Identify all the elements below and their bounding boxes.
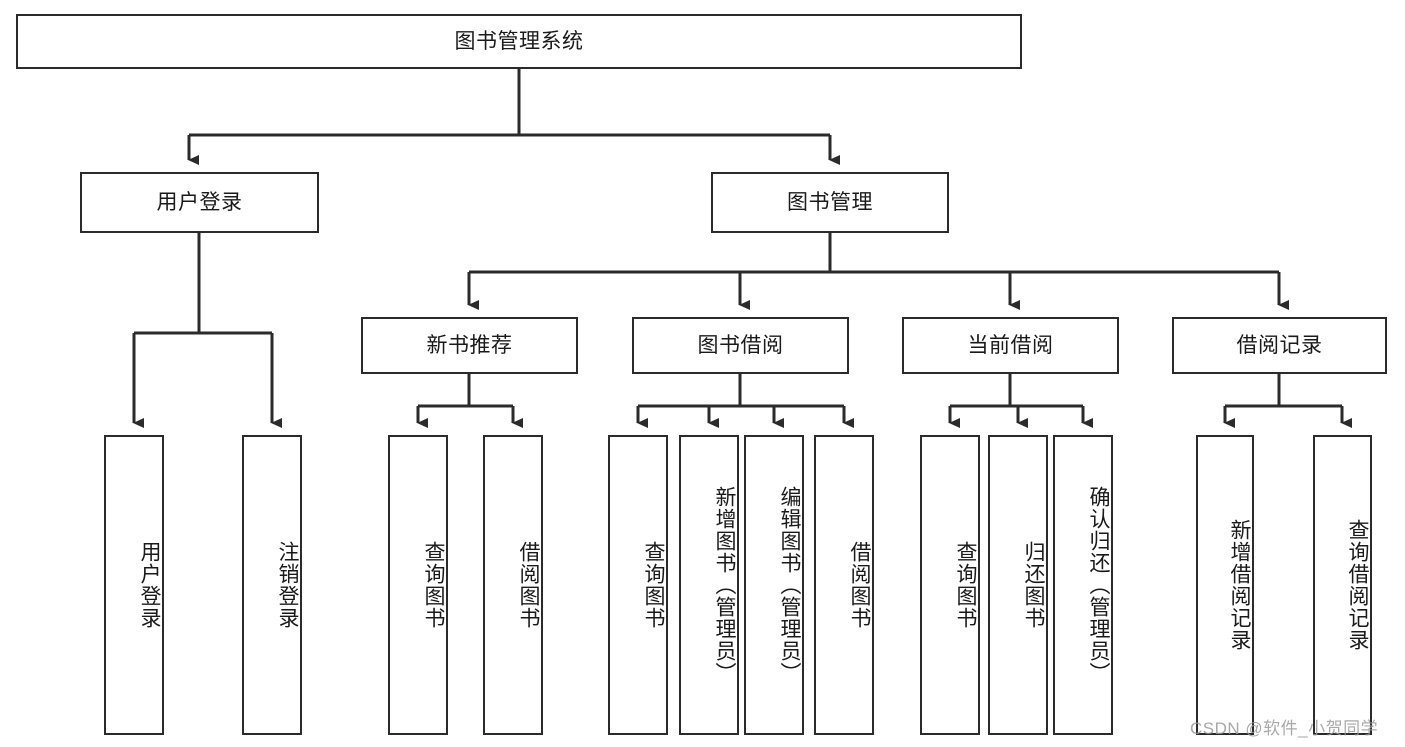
node-new-book-recommend[interactable]: 新书推荐 xyxy=(361,317,578,374)
node-leaf-return-book-label: 归还图书 xyxy=(1022,541,1045,629)
node-leaf-query-book-3[interactable]: 查询图书 xyxy=(920,435,980,735)
node-leaf-user-login-label: 用户登录 xyxy=(138,541,161,629)
node-leaf-borrow-book-1-label: 借阅图书 xyxy=(517,541,540,629)
node-borrow-record-label: 借阅记录 xyxy=(1236,333,1323,357)
node-leaf-add-book-label: 新增图书（管理员） xyxy=(713,486,736,684)
node-current-borrow-label: 当前借阅 xyxy=(967,333,1054,357)
node-leaf-query-book-2-label: 查询图书 xyxy=(642,541,665,629)
node-leaf-confirm-return-label: 确认归还（管理员） xyxy=(1087,486,1110,684)
node-leaf-edit-book-label: 编辑图书（管理员） xyxy=(778,486,801,684)
node-leaf-add-borrow-record-label: 新增借阅记录 xyxy=(1228,519,1251,651)
node-leaf-query-book-1-label: 查询图书 xyxy=(422,541,445,629)
node-book-borrow[interactable]: 图书借阅 xyxy=(632,317,849,374)
node-leaf-query-borrow-record[interactable]: 查询借阅记录 xyxy=(1313,435,1372,735)
node-borrow-record[interactable]: 借阅记录 xyxy=(1172,317,1387,374)
node-new-book-recommend-label: 新书推荐 xyxy=(426,333,513,357)
node-user-login[interactable]: 用户登录 xyxy=(80,172,319,233)
node-book-manage[interactable]: 图书管理 xyxy=(711,172,949,233)
node-user-login-label: 用户登录 xyxy=(156,190,243,214)
node-leaf-borrow-book-1[interactable]: 借阅图书 xyxy=(483,435,543,735)
node-leaf-confirm-return[interactable]: 确认归还（管理员） xyxy=(1053,435,1113,735)
node-leaf-add-borrow-record[interactable]: 新增借阅记录 xyxy=(1196,435,1254,735)
node-root-system[interactable]: 图书管理系统 xyxy=(16,14,1022,69)
node-leaf-query-borrow-record-label: 查询借阅记录 xyxy=(1346,519,1369,651)
node-leaf-query-book-2[interactable]: 查询图书 xyxy=(608,435,668,735)
node-leaf-borrow-book-2-label: 借阅图书 xyxy=(848,541,871,629)
node-book-borrow-label: 图书借阅 xyxy=(697,333,784,357)
node-leaf-return-book[interactable]: 归还图书 xyxy=(988,435,1048,735)
node-leaf-logout[interactable]: 注销登录 xyxy=(242,435,302,735)
node-leaf-add-book[interactable]: 新增图书（管理员） xyxy=(679,435,739,735)
csdn-watermark: CSDN @软件_小贺同学 xyxy=(1190,719,1379,738)
node-leaf-logout-label: 注销登录 xyxy=(276,541,299,629)
node-leaf-borrow-book-2[interactable]: 借阅图书 xyxy=(814,435,874,735)
node-book-manage-label: 图书管理 xyxy=(787,190,873,214)
node-leaf-edit-book[interactable]: 编辑图书（管理员） xyxy=(744,435,804,735)
node-root-label: 图书管理系统 xyxy=(454,29,584,53)
node-leaf-user-login[interactable]: 用户登录 xyxy=(104,435,164,735)
node-current-borrow[interactable]: 当前借阅 xyxy=(902,317,1119,374)
node-leaf-query-book-1[interactable]: 查询图书 xyxy=(388,435,448,735)
node-leaf-query-book-3-label: 查询图书 xyxy=(954,541,977,629)
